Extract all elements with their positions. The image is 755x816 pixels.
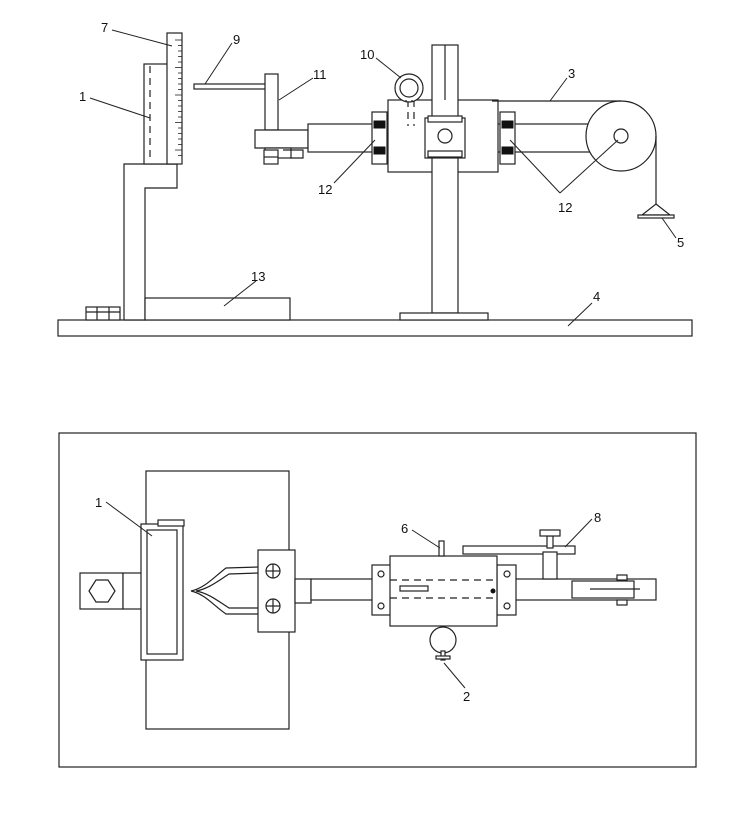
weight-pan-base [637,214,675,219]
leader-12a [333,139,376,184]
callout-5: 5 [677,235,684,250]
leader-10 [375,57,402,79]
leader-3 [549,77,568,102]
lever-arm [462,545,576,555]
carriage-slot [399,585,429,592]
bearing-left-bottom [373,146,386,155]
top-view: 1 6 8 2 [58,432,697,768]
base-plate [57,319,693,337]
leader-4 [567,302,593,327]
scale-ticks [175,39,182,156]
callout-top-2: 2 [463,689,470,704]
bearing-left-housing [371,111,388,165]
bracket-bolt [85,306,121,321]
leader-13 [223,280,257,307]
knob-inner [399,78,419,98]
lever-block [542,551,558,580]
pulley-clip-bottom [616,599,628,606]
sample-holder-slot [146,529,178,655]
clamp-upright [264,73,279,131]
leader-11 [278,77,314,101]
carriage-clamp-top [427,115,463,123]
weight-pan [640,203,672,216]
callout-top-8: 8 [594,510,601,525]
bolt-hex [88,579,116,603]
pulley-clip-top [616,574,628,581]
carriage-center-bore [437,128,453,144]
bearing-screw [503,602,511,610]
clamp-lever [283,149,304,159]
specimen-fork [190,566,259,615]
clamp-arm [254,129,309,149]
callout-9: 9 [233,32,240,47]
bearing-screw [503,570,511,578]
bearing-right-bottom [501,146,514,155]
callout-3: 3 [568,66,575,81]
pulley-axle [613,128,629,144]
callout-11: 11 [313,67,327,82]
bearing-left-top [373,120,386,129]
callout-12-right: 12 [558,200,572,215]
sample-holder-scale [157,519,185,527]
pointer [193,83,275,90]
callout-top-6: 6 [401,521,408,536]
callout-10: 10 [360,47,374,62]
lever-screw-stem [546,535,554,549]
bearing-right-housing [499,111,516,165]
left-bracket [123,163,178,321]
leader-top-8 [564,518,593,548]
bearing-right-top [501,120,514,129]
leader-7 [111,29,173,47]
carriage-center-mark [490,588,496,594]
column-foot [399,312,489,321]
leader-12b2 [559,139,619,194]
leader-9 [204,42,233,85]
leader-5 [661,217,677,239]
bearing-screw [377,602,385,610]
base-block [144,297,291,321]
pin [438,540,445,557]
leader-1 [89,97,151,119]
callout-top-1: 1 [95,495,102,510]
callout-7: 7 [101,20,108,35]
callout-13: 13 [251,269,265,284]
callout-1: 1 [79,89,86,104]
leader-top-6 [411,529,441,549]
clamp-head-top [257,549,296,633]
callout-4: 4 [593,289,600,304]
leader-top-1 [105,501,153,537]
carriage-clamp-bottom [427,150,463,158]
knob-foot [435,655,451,660]
callout-12-left: 12 [318,182,332,197]
lever-screw-knob [539,529,561,537]
beam-top-mid [310,578,376,601]
bearing-screw [377,570,385,578]
leader-top-2 [443,662,466,689]
leader-12b [509,139,561,194]
scale-ruler [166,32,183,165]
knob-top [429,626,457,654]
beam-top-left [294,578,312,604]
side-view: 7 1 9 10 11 3 12 12 5 13 4 [57,20,693,337]
